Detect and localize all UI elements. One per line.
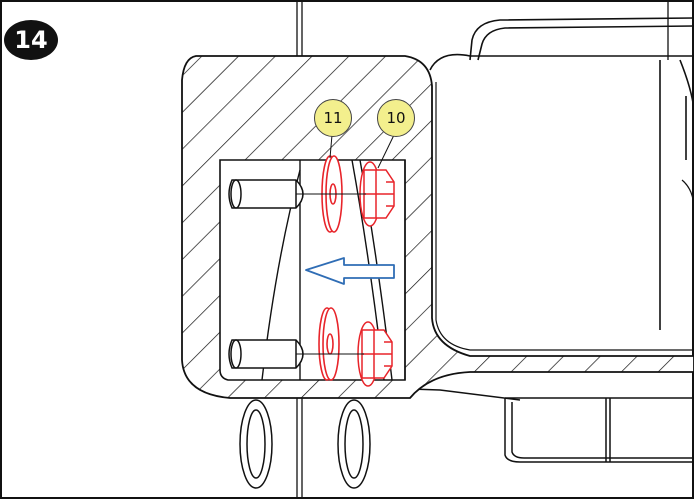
callout-leaders (329, 134, 395, 169)
flange-nut-lower (357, 321, 393, 387)
stud-upper (228, 179, 304, 209)
o-rings (239, 399, 371, 489)
part-callout-10: 10 (377, 99, 415, 137)
lower-housing (379, 387, 694, 463)
part-callout-11: 11 (314, 99, 352, 137)
direction-arrow-icon (305, 257, 395, 285)
bolt-axis-lines (296, 193, 366, 355)
stud-lower (228, 339, 304, 369)
washer-lower (318, 307, 340, 381)
flange-nut-upper (359, 161, 395, 227)
housing-body (429, 17, 694, 366)
step-number-badge: 14 (4, 20, 58, 60)
